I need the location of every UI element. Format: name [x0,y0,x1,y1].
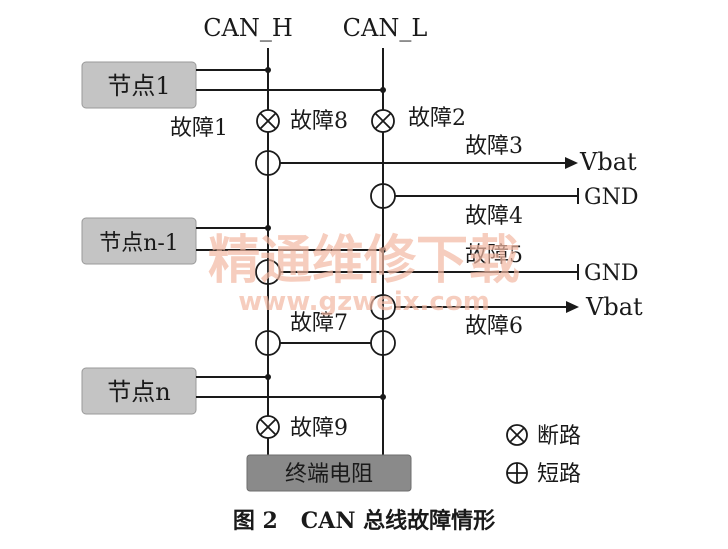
arrow-right-icon [566,301,579,313]
node-1: 节点1 [81,61,197,109]
legend-short-symbol [506,462,528,484]
fault-7-label: 故障7 [290,311,348,336]
short-fault-3-symbol [255,150,281,176]
watermark-url: www.gzweix.com [238,287,490,317]
open-fault-9-symbol [256,415,280,439]
junction-dot [380,87,386,93]
junction-dot [380,247,386,253]
junction-dot [265,225,271,231]
legend-open-symbol [506,424,528,446]
fault-2-label: 故障2 [408,106,466,131]
node-n-1-label: 节点n-1 [99,231,179,256]
short-fault-4-symbol [370,183,396,209]
junction-dot [265,374,271,380]
fault-9-label: 故障9 [290,416,348,441]
open-fault-1-symbol [256,109,280,133]
short-fault-5-symbol [255,259,281,285]
fault-8-label: 故障8 [290,109,348,134]
fault-4-label: 故障4 [465,204,523,229]
legend-open-label: 断路 [537,424,581,449]
node-n: 节点n [81,367,197,415]
vbat-rail-top-label: Vbat [579,148,637,176]
legend-short-label: 短路 [537,462,581,487]
can-h-label: CAN_H [203,14,293,42]
fault-6-label: 故障6 [465,314,523,339]
junction-dot [380,394,386,400]
fault-5-label: 故障5 [465,243,523,268]
terminating-resistor-label: 终端电阻 [285,462,373,487]
fault-1-label: 故障1 [170,116,228,141]
arrow-right-icon [565,157,578,169]
gnd-rail-bottom-label: GND [584,261,638,286]
terminating-resistor: 终端电阻 [246,454,412,492]
short-fault-7-l-symbol [370,330,396,356]
open-fault-2-symbol [371,109,395,133]
node-n-1: 节点n-1 [81,217,197,265]
vbat-rail-bottom-label: Vbat [585,293,643,321]
watermark-title: 精通维修下载 [208,231,520,291]
gnd-rail-top-label: GND [584,185,638,210]
node-1-label: 节点1 [107,72,170,100]
fault-3-label: 故障3 [465,134,523,159]
can-l-label: CAN_L [343,14,428,42]
node-n-label: 节点n [107,378,170,406]
junction-dot [265,67,271,73]
figure-caption: 图 2 CAN 总线故障情形 [233,508,495,534]
short-fault-7-h-symbol [255,330,281,356]
